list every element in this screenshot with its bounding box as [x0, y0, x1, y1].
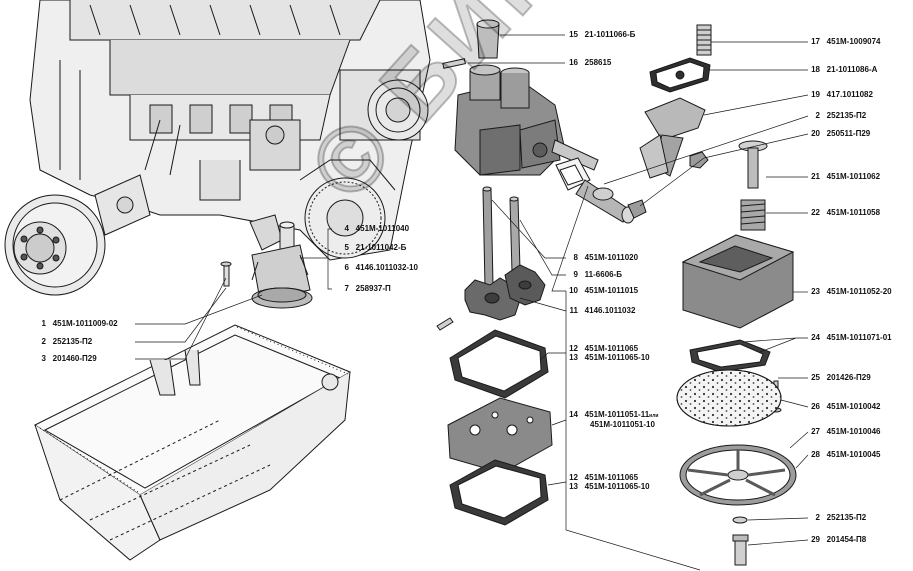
callout-12-bottom: 12 451М-1011065	[569, 473, 639, 482]
callout-14-alt: 451М-1011051-10	[590, 420, 655, 429]
callout-15: 15 21-1011066-Б	[569, 30, 636, 39]
callout-29: 29 201454-П8	[811, 535, 867, 544]
callout-23: 23 451М-1011052-20	[811, 287, 892, 296]
callout-16: 16 258615	[569, 58, 612, 67]
callout-13-top: 13 451М-1011065-10	[569, 353, 650, 362]
oil-receiver-parts	[676, 234, 797, 566]
oil-pump-assembly	[220, 214, 313, 309]
callout-20: 20 250511-П29	[811, 129, 871, 138]
callout-3: 3 201460-П29	[41, 354, 97, 363]
exploded-pump-parts	[436, 19, 635, 526]
callout-7: 7 258937-П	[344, 284, 391, 293]
callout-9: 9 11-6606-Б	[573, 270, 623, 279]
relief-valve-parts	[627, 24, 768, 231]
callout-25: 25 201426-П29	[811, 373, 871, 382]
callout-28: 28 451М-1010045	[811, 450, 881, 459]
callout-26: 26 451М-1010042	[811, 402, 881, 411]
callout-6: 6 4146.1011032-10	[344, 263, 418, 272]
callout-21: 21 451М-1011062	[811, 172, 881, 181]
callout-2-right-top: 2 252135-П2	[815, 111, 867, 120]
callout-18: 18 21-1011086-А	[811, 65, 878, 74]
callout-10: 10 451М-1011015	[569, 286, 639, 295]
callout-1: 1 451М-1011009-02	[41, 319, 118, 328]
callout-2-right-bottom: 2 252135-П2	[815, 513, 867, 522]
leader-lines	[135, 34, 809, 571]
callout-17: 17 451М-1009074	[811, 37, 881, 46]
callout-4: 4 451М-1011040	[344, 224, 410, 233]
callout-8: 8 451М-1011020	[573, 253, 639, 262]
oil-pan	[34, 324, 352, 561]
callout-19: 19 417.1011082	[811, 90, 873, 99]
callout-27: 27 451М-1010046	[811, 427, 881, 436]
callout-14: 14 451М-1011051-11или	[569, 410, 659, 419]
callout-22: 22 451М-1011058	[811, 208, 881, 217]
callout-24: 24 451М-1011071-01	[811, 333, 892, 342]
callout-11: 11 4146.1011032	[569, 306, 636, 315]
engine-block	[4, 0, 431, 296]
callout-13-bottom: 13 451М-1011065-10	[569, 482, 650, 491]
callout-2: 2 252135-П2	[41, 337, 93, 346]
callout-5: 5 21-1011042-Б	[344, 243, 407, 252]
callout-12-top: 12 451М-1011065	[569, 344, 639, 353]
